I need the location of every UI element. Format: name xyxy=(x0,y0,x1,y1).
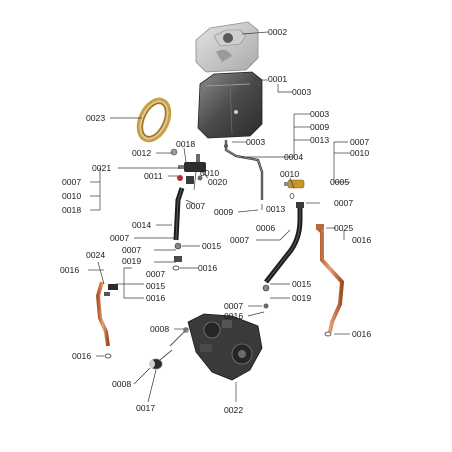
label-0007-bottom: 0007 xyxy=(224,301,243,311)
label-0013-center: 0013 xyxy=(266,204,285,214)
label-0013-right: 0013 xyxy=(310,135,329,145)
tank-outlet-pipe-part xyxy=(224,140,264,200)
label-0003-right: 0003 xyxy=(310,109,329,119)
label-0024: 0024 xyxy=(86,250,105,260)
hydraulic-block-part xyxy=(169,313,263,381)
label-0007-right-2: 0007 xyxy=(334,198,353,208)
label-0010-right-2: 0010 xyxy=(280,169,299,179)
label-0023: 0023 xyxy=(86,113,105,123)
label-0007-center: 0007 xyxy=(186,201,205,211)
label-0016-right-1: 0016 xyxy=(352,235,371,245)
label-0005: 0005 xyxy=(330,177,349,187)
tank-cover-part xyxy=(195,21,259,73)
label-0025: 0025 xyxy=(334,223,353,233)
label-0007-left-1: 0007 xyxy=(62,177,81,187)
label-0004: 0004 xyxy=(284,152,303,162)
label-0007-left-3: 0007 xyxy=(146,269,165,279)
label-0012: 0012 xyxy=(132,148,151,158)
sensor-part xyxy=(149,349,173,370)
label-0010-right-top: 0010 xyxy=(350,148,369,158)
label-0018-center: 0018 xyxy=(176,139,195,149)
brass-fitting-part xyxy=(284,179,305,199)
label-0018-left: 0018 xyxy=(62,205,81,215)
label-0006: 0006 xyxy=(256,223,275,233)
label-0017: 0017 xyxy=(136,403,155,413)
label-0015-center: 0015 xyxy=(202,241,221,251)
label-0009-right: 0009 xyxy=(310,122,329,132)
label-0019-right: 0019 xyxy=(292,293,311,303)
label-0007-mid: 0007 xyxy=(230,235,249,245)
label-0015-right: 0015 xyxy=(292,279,311,289)
part-labels: 0002 0001 0003 0023 0003 0003 0009 0013 … xyxy=(60,27,371,415)
label-0002: 0002 xyxy=(268,27,287,37)
label-0008-left: 0008 xyxy=(112,379,131,389)
label-0014: 0014 xyxy=(132,220,151,230)
label-0016-left-bottom: 0016 xyxy=(72,351,91,361)
label-0022: 0022 xyxy=(224,405,243,415)
left-hose-part xyxy=(172,187,185,271)
label-0016-right-bottom: 0016 xyxy=(352,329,371,339)
label-0011: 0011 xyxy=(144,171,163,181)
label-0003-pipe: 0003 xyxy=(246,137,265,147)
label-0019-center: 0019 xyxy=(122,256,141,266)
label-0003-tank: 0003 xyxy=(292,87,311,97)
label-0010-left: 0010 xyxy=(62,191,81,201)
valve-cluster-part xyxy=(170,148,206,184)
label-0016-center: 0016 xyxy=(198,263,217,273)
label-0008-center: 0008 xyxy=(150,324,169,334)
label-0007-right-top: 0007 xyxy=(350,137,369,147)
label-0016-left-1: 0016 xyxy=(60,265,79,275)
right-hose-part xyxy=(262,202,304,309)
label-0015-left: 0015 xyxy=(146,281,165,291)
label-0001: 0001 xyxy=(268,74,287,84)
label-0021: 0021 xyxy=(92,163,111,173)
label-0010-center: 0010 xyxy=(200,168,219,178)
label-0009-center: 0009 xyxy=(214,207,233,217)
label-0007-mid-2: 0007 xyxy=(122,245,141,255)
coil-tube-part xyxy=(136,97,172,143)
left-copper-pipe-part xyxy=(95,281,118,359)
leader-lines xyxy=(88,31,350,403)
label-0020: 0020 xyxy=(208,177,227,187)
label-0016-left-2: 0016 xyxy=(146,293,165,303)
expansion-tank-part xyxy=(197,71,263,139)
label-0007-left-2: 0007 xyxy=(110,233,129,243)
right-copper-pipe-part xyxy=(316,224,345,337)
label-0016-bottom: 0016 xyxy=(224,311,243,321)
